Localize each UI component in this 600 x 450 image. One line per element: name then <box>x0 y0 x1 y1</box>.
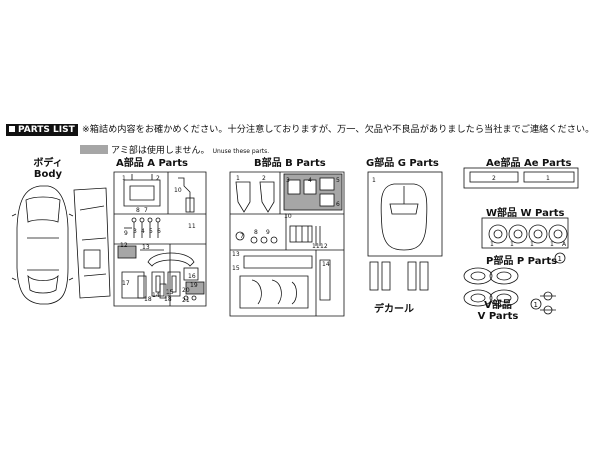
a-parts-label-jp: A部品 <box>116 158 144 169</box>
b-num-13: 13 <box>232 251 240 258</box>
ae-parts-label-en: Ae Parts <box>524 158 572 169</box>
a-num-14: 14 <box>152 292 160 299</box>
g-parts-sprue <box>367 171 443 257</box>
p-parts-label-en: P Parts <box>516 256 558 267</box>
b-num-1: 1 <box>236 175 240 182</box>
b-num-5: 5 <box>336 177 340 184</box>
a-num-5: 5 <box>149 228 153 235</box>
b-num-11: 11 <box>312 243 320 250</box>
a-num-6: 6 <box>157 228 161 235</box>
w-parts-label-jp: W部品 <box>486 208 518 219</box>
a-parts-sprue <box>73 171 207 307</box>
b-num-3: 3 <box>286 177 290 184</box>
a-num-2: 2 <box>156 175 160 182</box>
a-num-10: 10 <box>174 187 182 194</box>
a-num-20: 20 <box>182 287 190 294</box>
b-parts-label-en: B Parts <box>285 158 326 169</box>
w-part-numbers: 1 1 1 1 A <box>490 241 567 248</box>
ae-parts-label-jp: Ae部品 <box>486 158 521 169</box>
a-num-21: 21 <box>182 297 190 304</box>
mesh-note-en: Unuse these parts. <box>212 148 270 155</box>
svg-text:1: 1 <box>534 301 538 309</box>
b-num-7: 7 <box>240 233 244 240</box>
ae-part-numbers: 2 1 <box>492 175 550 182</box>
body-label: ボディ Body <box>8 154 88 180</box>
a-pin-row <box>124 217 161 238</box>
w-parts-label: W部品 W Parts <box>486 204 565 219</box>
a-num-16: 16 <box>188 273 196 280</box>
b-num-2: 2 <box>262 175 266 182</box>
w-num-1d: 1 <box>550 241 554 248</box>
mesh-note: アミ部は使用しません。Unuse these parts. <box>80 138 269 156</box>
decal-label: デカール <box>374 304 414 315</box>
b-num-6: 6 <box>336 201 340 208</box>
ae-parts-label: Ae部品 Ae Parts <box>486 154 572 169</box>
g-parts-label-jp: G部品 <box>366 158 395 169</box>
g-parts-label-en: G Parts <box>397 158 439 169</box>
a-num-7: 7 <box>144 207 148 214</box>
p-parts-tires <box>463 267 519 307</box>
b-num-4: 4 <box>308 177 312 184</box>
a-num-13: 13 <box>142 244 150 251</box>
w-num-1c: 1 <box>530 241 534 248</box>
w-parts-label-en: W Parts <box>520 208 565 219</box>
a-num-18b: 18 <box>164 296 172 303</box>
w-num-1a: 1 <box>490 241 494 248</box>
parts-list-badge: PARTS LIST <box>6 124 78 136</box>
a-num-11: 11 <box>188 223 196 230</box>
v-parts-drawing <box>540 291 556 315</box>
g-num-1: 1 <box>372 177 376 184</box>
ae-parts-sprue <box>463 167 579 189</box>
decal-sheet-drawing <box>369 261 429 291</box>
ae-num-2: 2 <box>492 175 496 182</box>
svg-text:1: 1 <box>558 255 562 263</box>
v-parts-label-en: V Parts <box>477 311 519 322</box>
body-shell-drawing <box>11 185 74 305</box>
a-parts-label-en: A Parts <box>147 158 188 169</box>
w-parts-sprue <box>481 217 569 249</box>
a-part-numbers: 1 2 3 4 5 6 7 8 9 10 11 12 13 14 15 16 1… <box>120 175 198 304</box>
mesh-swatch <box>80 145 108 154</box>
missing-parts-notice: ※箱詰め内容をお確かめください。十分注意しておりますが、万一、欠品や不良品があり… <box>82 124 595 135</box>
a-num-1: 1 <box>122 175 126 182</box>
b-num-8: 8 <box>254 229 258 236</box>
a-num-8: 8 <box>136 207 140 214</box>
w-num-a: A <box>562 241 567 248</box>
b-num-12: 12 <box>320 243 328 250</box>
b-parts-label: B部品 B Parts <box>254 154 326 169</box>
a-num-17: 17 <box>122 280 130 287</box>
body-label-jp: ボディ <box>33 158 63 169</box>
b-parts-sprue <box>229 171 345 317</box>
a-num-19: 19 <box>190 282 198 289</box>
a-num-18: 18 <box>144 296 152 303</box>
w-num-1b: 1 <box>510 241 514 248</box>
v-num-1-circle: 1 <box>530 298 542 310</box>
a-parts-label: A部品 A Parts <box>116 154 188 169</box>
b-num-9: 9 <box>266 229 270 236</box>
mesh-note-jp: アミ部は使用しません。 <box>111 146 210 156</box>
b-part-numbers: 1 2 3 4 5 6 7 8 9 10 11 12 13 14 15 <box>232 175 340 272</box>
b-pin-row <box>235 231 278 244</box>
a-num-3: 3 <box>133 228 137 235</box>
p-parts-label: P部品 P Parts <box>486 252 557 267</box>
parts-list-header: PARTS LIST ※箱詰め内容をお確かめください。十分注意しておりますが、万… <box>6 124 598 136</box>
a-num-15: 15 <box>166 289 174 296</box>
square-bullet-icon <box>9 126 15 132</box>
a-num-12: 12 <box>120 242 128 249</box>
body-label-en: Body <box>33 169 63 180</box>
b-parts-label-jp: B部品 <box>254 158 282 169</box>
b-num-10: 10 <box>284 213 292 220</box>
a-num-9: 9 <box>124 230 128 237</box>
a-num-4: 4 <box>141 228 145 235</box>
p-parts-label-jp: P部品 <box>486 256 514 267</box>
p-num-1-circle: 1 <box>554 252 566 264</box>
b-num-15: 15 <box>232 265 240 272</box>
g-parts-label: G部品 G Parts <box>366 154 439 169</box>
b-num-14: 14 <box>322 261 330 268</box>
ae-num-1: 1 <box>546 175 550 182</box>
